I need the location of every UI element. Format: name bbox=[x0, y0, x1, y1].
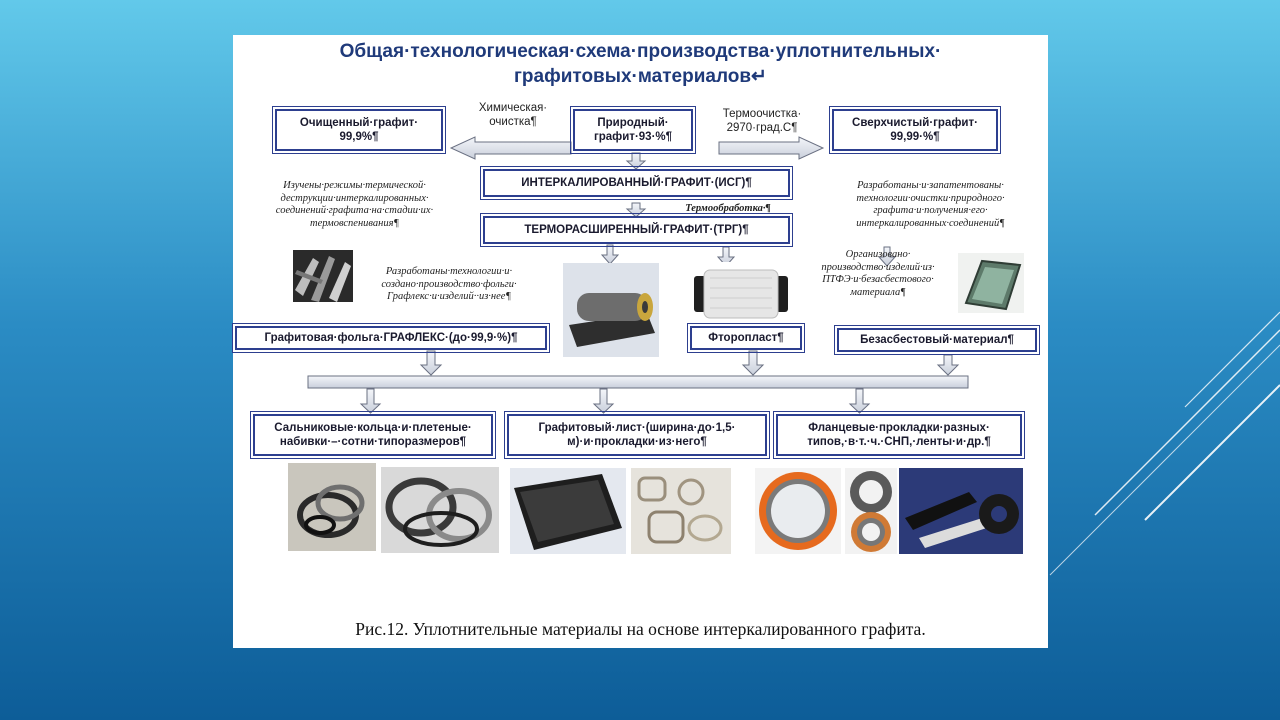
box-graphite-foil: Графитовая·фольга·ГРАФЛЕКС·(до·99,9·%)¶ bbox=[232, 323, 550, 353]
diagram-sheet: Общая·технологическая·схема·производства… bbox=[232, 35, 1048, 648]
note-left-line-3: соединений·графита·на·стадии·их· bbox=[275, 205, 434, 216]
chem-label-line-1: Химическая· bbox=[478, 102, 548, 114]
arrow-ptfe-down bbox=[741, 350, 765, 376]
purified-line-1: Очищенный·графит· bbox=[299, 117, 419, 129]
gaskets-line-2: типов,·в·т.·ч.·СНП,·ленты·и·др.¶ bbox=[807, 436, 991, 448]
purified-line-2: 99,9%¶ bbox=[339, 131, 379, 143]
graphite-micro-photo bbox=[293, 250, 353, 302]
box-purified-graphite: Очищенный·графит· 99,9%¶ bbox=[272, 106, 446, 154]
note-foil-line-1: Разработаны·технологии·и· bbox=[385, 266, 513, 277]
box-nonasbestos: Безасбестовый·материал¶ bbox=[834, 325, 1040, 355]
gland-rings-photo bbox=[288, 463, 376, 551]
ptfe-text: Фторопласт¶ bbox=[708, 332, 784, 344]
arrow-foil-down bbox=[419, 350, 443, 376]
label-thermo-cleaning: Термоочистка· 2970·град.С¶ bbox=[709, 107, 815, 135]
arrow-right-thermo bbox=[718, 136, 825, 160]
note-right-line-3: графита·и·получения·его· bbox=[873, 205, 988, 216]
box-gland-rings: Сальниковые·кольца·и·плетеные· набивки·–·… bbox=[250, 411, 496, 459]
note-right-line-1: Разработаны·и·запатентованы· bbox=[857, 180, 1004, 191]
note-foil-line-2: создано·производство·фольги· bbox=[381, 278, 517, 290]
nonasbestos-sheet-photo bbox=[958, 253, 1024, 313]
rings-line-2: набивки·–·сотни·типоразмеров¶ bbox=[279, 436, 467, 448]
note-ptfe-line-4: материала¶ bbox=[850, 286, 906, 298]
intercalated-text: ИНТЕРКАЛИРОВАННЫЙ·ГРАФИТ·(ИСГ)¶ bbox=[521, 177, 752, 189]
note-ptfe: Организовано· производство·изделий·из· П… bbox=[803, 249, 953, 299]
box-natural-graphite: Природный· графит·93·%¶ bbox=[570, 106, 696, 154]
gaskets-line-1: Фланцевые·прокладки·разных· bbox=[808, 422, 990, 434]
sheet-line-2: м)·и·прокладки·из·него¶ bbox=[567, 436, 707, 448]
box-graphite-sheet: Графитовый·лист·(ширина·до·1,5· м)·и·прок… bbox=[504, 411, 770, 459]
note-right: Разработаны·и·запатентованы· технологии·… bbox=[823, 180, 1038, 230]
heat-treatment-text: Термообработка·¶ bbox=[685, 203, 771, 214]
arrow-prod-1 bbox=[359, 388, 382, 414]
flow-arrows bbox=[307, 136, 969, 414]
box-ptfe: Фторопласт¶ bbox=[687, 323, 805, 353]
thermo-label-line-2: 2970·град.С¶ bbox=[726, 122, 798, 134]
ptfe-cord-spool-photo bbox=[690, 262, 792, 326]
note-right-line-4: интеркалированных·соединений¶ bbox=[856, 217, 1005, 229]
note-left-line-4: термовспенивания¶ bbox=[310, 217, 399, 229]
box-intercalated-graphite: ИНТЕРКАЛИРОВАННЫЙ·ГРАФИТ·(ИСГ)¶ bbox=[480, 166, 793, 200]
braided-packing-photo bbox=[381, 467, 499, 553]
box-expanded-graphite: ТЕРМОРАСШИРЕННЫЙ·ГРАФИТ·(ТРГ)¶ bbox=[480, 213, 793, 247]
title-line-1: Общая·технологическая·схема·производства… bbox=[339, 41, 942, 62]
flange-gasket-orange-photo bbox=[755, 468, 841, 554]
ultrapure-line-1: Сверхчистый·графит· bbox=[852, 117, 978, 129]
cut-gaskets-photo bbox=[631, 468, 731, 554]
spiral-gasket-photo bbox=[845, 468, 897, 554]
note-left: Изучены·режимы·термической· деструкции·и… bbox=[247, 180, 462, 230]
natural-line-1: Природный· bbox=[597, 117, 669, 129]
note-ptfe-line-1: Организовано· bbox=[845, 249, 911, 260]
collector-bar bbox=[307, 375, 969, 389]
sheet-line-1: Графитовый·лист·(ширина·до·1,5· bbox=[538, 422, 736, 434]
natural-line-2: графит·93·%¶ bbox=[593, 131, 673, 143]
box-flange-gaskets: Фланцевые·прокладки·разных· типов,·в·т.·ч… bbox=[773, 411, 1025, 459]
label-chemical-cleaning: Химическая· очистка¶ bbox=[463, 101, 563, 129]
graphite-sheet-photo bbox=[510, 468, 626, 554]
note-foil-line-3: Графлекс·и·изделий··из·нее¶ bbox=[387, 291, 511, 302]
nonasbestos-text: Безасбестовый·материал¶ bbox=[860, 334, 1014, 346]
thermo-label-line-1: Термоочистка· bbox=[722, 108, 802, 120]
rings-line-1: Сальниковые·кольца·и·плетеные· bbox=[274, 422, 472, 434]
figure-caption: Рис.12. Уплотнительные материалы на осно… bbox=[355, 619, 926, 639]
label-heat-treatment: Термообработка·¶ bbox=[663, 203, 793, 216]
title-line-2: графитовых·материалов↵ bbox=[514, 66, 767, 87]
arrow-down-1 bbox=[625, 152, 647, 170]
box-ultrapure-graphite: Сверхчистый·графит· 99,99·%¶ bbox=[829, 106, 1001, 154]
note-ptfe-line-3: ПТФЭ·и·безасбестового· bbox=[822, 274, 934, 285]
note-foil: Разработаны·технологии·и· создано·произв… bbox=[359, 266, 539, 304]
note-left-line-1: Изучены·режимы·термической· bbox=[283, 180, 426, 191]
arrow-prod-2 bbox=[592, 388, 615, 414]
note-ptfe-line-2: производство·изделий·из· bbox=[821, 261, 935, 273]
chem-label-line-2: очистка¶ bbox=[489, 116, 537, 128]
note-left-line-2: деструкции·интеркалированных· bbox=[280, 192, 429, 204]
arrow-left-chem bbox=[449, 136, 572, 160]
graphite-tapes-photo bbox=[899, 468, 1023, 554]
note-right-line-2: технологии·очистки·природного· bbox=[856, 192, 1005, 204]
arrow-prod-3 bbox=[848, 388, 871, 414]
diagram-title: Общая·технологическая·схема·производства… bbox=[233, 39, 1048, 89]
arrow-down-4 bbox=[716, 246, 736, 267]
arrow-nonasb-down bbox=[936, 354, 960, 376]
ultrapure-line-2: 99,99·%¶ bbox=[890, 131, 940, 143]
arrow-down-2 bbox=[625, 202, 647, 218]
graphite-foil-text: Графитовая·фольга·ГРАФЛЕКС·(до·99,9·%)¶ bbox=[264, 332, 518, 344]
expanded-text: ТЕРМОРАСШИРЕННЫЙ·ГРАФИТ·(ТРГ)¶ bbox=[524, 224, 749, 236]
arrow-down-3 bbox=[600, 244, 620, 265]
graphite-foil-roll-photo bbox=[563, 263, 659, 357]
arrow-down-5 bbox=[877, 246, 897, 267]
